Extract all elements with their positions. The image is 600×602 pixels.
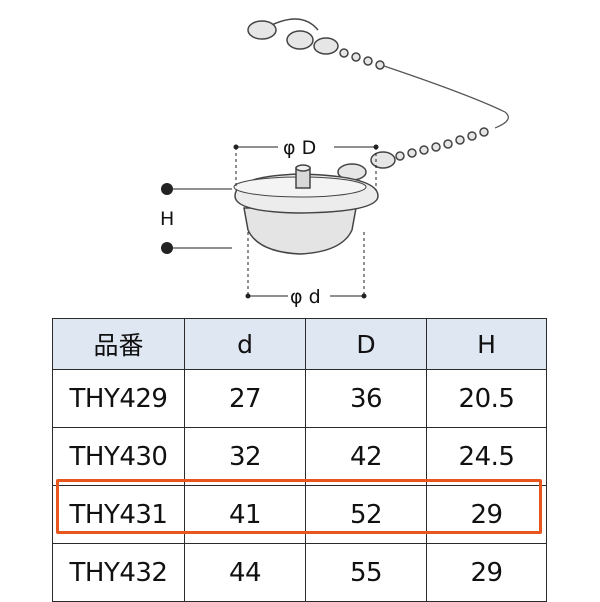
cell-d: 44 bbox=[184, 543, 306, 602]
chain-icon bbox=[247, 18, 509, 181]
dimension-d: φ d bbox=[245, 232, 367, 308]
cell-D: 36 bbox=[305, 369, 427, 428]
cell-model: THY429 bbox=[52, 369, 185, 428]
header-D: D bbox=[305, 318, 427, 370]
cell-D: 42 bbox=[305, 427, 427, 486]
table-row: THY432 44 55 29 bbox=[52, 543, 547, 602]
spec-table: 品番 d D H THY429 27 36 20.5 THY430 32 42 … bbox=[52, 318, 547, 602]
dim-d-label: φ d bbox=[290, 286, 321, 308]
table-row: THY430 32 42 24.5 bbox=[52, 427, 547, 486]
header-H: H bbox=[426, 318, 547, 370]
cell-D: 52 bbox=[305, 485, 427, 544]
dim-H-label: H bbox=[160, 208, 174, 230]
cell-d: 41 bbox=[184, 485, 306, 544]
header-d: d bbox=[184, 318, 306, 370]
dim-D-label: φ D bbox=[283, 137, 316, 159]
cell-D: 55 bbox=[305, 543, 427, 602]
cell-model: THY430 bbox=[52, 427, 185, 486]
cell-d: 27 bbox=[184, 369, 306, 428]
stopper-body-icon bbox=[233, 164, 379, 255]
dimension-D: φ D bbox=[233, 137, 379, 190]
table-row-highlighted: THY431 41 52 29 bbox=[52, 485, 547, 544]
header-model: 品番 bbox=[52, 318, 185, 370]
stopper-diagram: φ D H φ d bbox=[160, 18, 509, 308]
cell-H: 20.5 bbox=[426, 369, 547, 428]
cell-H: 29 bbox=[426, 543, 547, 602]
cell-d: 32 bbox=[184, 427, 306, 486]
dimension-H: H bbox=[160, 183, 232, 254]
cell-H: 29 bbox=[426, 485, 547, 544]
cell-model: THY431 bbox=[52, 485, 185, 544]
cell-model: THY432 bbox=[52, 543, 185, 602]
table-header-row: 品番 d D H bbox=[52, 318, 547, 370]
cell-H: 24.5 bbox=[426, 427, 547, 486]
table-row: THY429 27 36 20.5 bbox=[52, 369, 547, 428]
